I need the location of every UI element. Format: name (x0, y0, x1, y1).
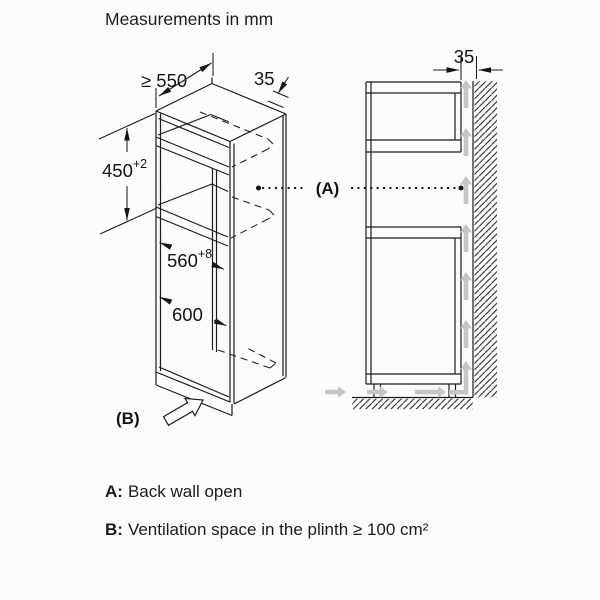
legend-row-b: B:Ventilation space in the plinth ≥ 100 … (105, 520, 428, 540)
wall-hatching (474, 81, 497, 398)
side-view (256, 56, 503, 410)
iso-dim-niche-height (98, 113, 157, 235)
floor-hatching (352, 398, 473, 410)
airflow-right-arrow-icon (325, 386, 346, 398)
legend-key-a: A: (105, 482, 123, 501)
airflow-up-arrow-icon (460, 176, 472, 204)
side-cabinet-outline (365, 81, 462, 397)
airflow-right-arrow-icon (415, 386, 446, 398)
plinth-ref-label: (B) (116, 409, 140, 428)
back-wall-ref-label: (A) (316, 179, 340, 198)
airflow-up-arrow-icon (460, 320, 472, 348)
legend-key-b: B: (105, 520, 123, 539)
airflow-right-arrow-icon (367, 386, 388, 398)
side-dim-wall-gap (433, 56, 503, 80)
iso-hidden-edges (199, 111, 277, 369)
legend-text-a: Back wall open (127, 482, 243, 501)
legend-row-a: A:Back wall open (105, 482, 242, 502)
niche-height-dim-label: 450+2 (102, 157, 147, 181)
airflow-up-arrow-icon (460, 128, 472, 156)
iso-dim-lower-width (159, 296, 227, 327)
airflow-up-arrow-icon (460, 80, 472, 108)
depth-dim-label: ≥ 550 (141, 70, 187, 91)
page-title: Measurements in mm (105, 9, 274, 29)
airflow-arrows (325, 80, 472, 398)
ventilation-arrow-icon (162, 397, 204, 427)
lower-width-dim-label: 600 (172, 304, 203, 325)
iso-dim-depth (155, 53, 214, 108)
legend-text-b: Ventilation space in the plinth ≥ 100 cm… (127, 520, 429, 539)
niche-width-dim-label: 560+8 (167, 247, 212, 271)
isometric-view (98, 53, 289, 427)
iso-dim-niche-width (159, 242, 225, 270)
iso-cabinet-outline (155, 77, 287, 417)
iso-dim-back-offset (267, 76, 289, 108)
wall-gap-dim-label: 35 (454, 46, 475, 67)
back-offset-dim-label: 35 (254, 68, 275, 89)
appliance-level-line (256, 185, 464, 191)
airflow-up-arrow-icon (460, 224, 472, 252)
airflow-up-arrow-icon (460, 272, 472, 300)
airflow-elbow-arrow-icon (449, 361, 472, 395)
